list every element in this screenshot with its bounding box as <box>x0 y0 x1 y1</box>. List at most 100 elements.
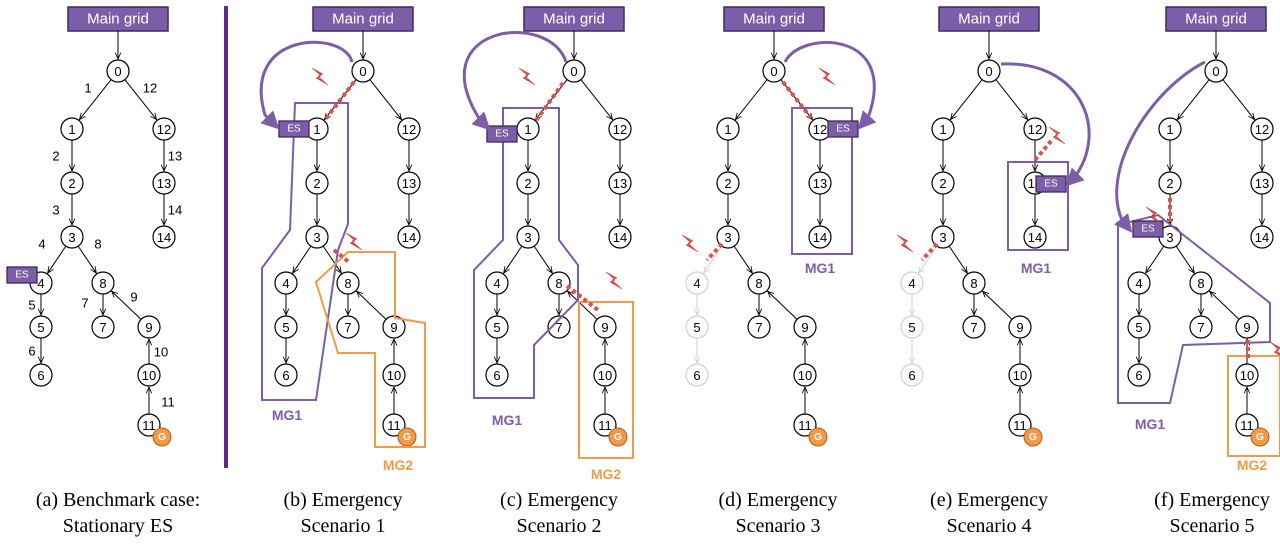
bus-label-1: 1 <box>313 122 320 137</box>
bus-label-13: 13 <box>402 176 416 191</box>
caption-line1-b: (b) Emergency <box>283 489 402 511</box>
caption-line2-b: Scenario 1 <box>301 515 386 537</box>
bus-label-7: 7 <box>1197 320 1204 335</box>
fault-lightning-icon <box>896 234 914 253</box>
bus-label-9: 9 <box>1016 320 1023 335</box>
bus-node-8 <box>962 271 986 295</box>
microgrid-boundary-mg1 <box>261 102 349 401</box>
microgrid-boundary-mg2 <box>1227 355 1280 457</box>
bus-label-8: 8 <box>344 276 351 291</box>
bus-node-14 <box>397 225 421 249</box>
microgrid-boundary-mg1 <box>473 107 579 399</box>
faulted-line <box>332 248 352 265</box>
bus-label-12: 12 <box>1028 122 1042 137</box>
bus-node-10 <box>1008 363 1032 387</box>
bus-label-6: 6 <box>1135 368 1142 383</box>
line-3-4 <box>504 245 523 273</box>
fault-lightning-icon <box>311 67 329 86</box>
bus-node-12 <box>608 117 632 141</box>
bus-label-7: 7 <box>99 320 106 335</box>
caption-line2-f: Scenario 5 <box>1170 515 1255 537</box>
bus-node-13 <box>1250 171 1274 195</box>
bus-label-10: 10 <box>387 368 401 383</box>
bus-label-8: 8 <box>1197 276 1204 291</box>
bus-label-9: 9 <box>390 320 397 335</box>
bus-label-2: 2 <box>724 176 731 191</box>
bus-label-13: 13 <box>1255 176 1269 191</box>
bus-label-6: 6 <box>493 368 500 383</box>
bus-label-0: 0 <box>1212 64 1219 79</box>
bus-node-8 <box>1189 271 1213 295</box>
bus-node-0 <box>977 59 1001 83</box>
bus-node-10 <box>793 363 817 387</box>
microgrid-boundary-mg2 <box>314 251 426 448</box>
bus-node-7 <box>1189 315 1213 339</box>
bus-node-6 <box>29 363 53 387</box>
line-number-label: 9 <box>130 290 137 305</box>
bus-label-7: 7 <box>970 320 977 335</box>
bus-label-11: 11 <box>142 418 156 433</box>
bus-label-14: 14 <box>157 230 171 245</box>
line-0-12 <box>995 79 1028 120</box>
caption-line1-c: (c) Emergency <box>500 489 618 511</box>
bus-node-4 <box>900 271 924 295</box>
es-relocation-arrow <box>462 30 568 131</box>
bus-node-9 <box>793 315 817 339</box>
bus-label-8: 8 <box>755 276 762 291</box>
line-number-label: 7 <box>81 296 88 311</box>
generator-label: G <box>1029 432 1037 443</box>
bus-label-9: 9 <box>145 320 152 335</box>
bus-node-6 <box>485 363 509 387</box>
main-grid-label: Main grid <box>87 11 149 28</box>
microgrid-label: MG2 <box>1237 457 1268 473</box>
line-number-label: 14 <box>168 203 182 218</box>
line-9-8 <box>1210 291 1240 320</box>
bus-node-0 <box>562 59 586 83</box>
caption-line1-d: (d) Emergency <box>718 489 837 511</box>
bus-node-11 <box>793 413 817 437</box>
es-relocation-arrow <box>783 40 877 130</box>
bus-node-5 <box>1127 315 1151 339</box>
bus-label-6: 6 <box>693 368 700 383</box>
bus-node-6 <box>274 363 298 387</box>
bus-label-12: 12 <box>157 122 171 137</box>
bus-label-10: 10 <box>598 368 612 383</box>
bus-label-6: 6 <box>37 368 44 383</box>
bus-node-0 <box>106 59 130 83</box>
bus-label-2: 2 <box>524 176 531 191</box>
line-number-label: 6 <box>28 344 35 359</box>
bus-node-1 <box>931 117 955 141</box>
bus-node-9 <box>137 315 161 339</box>
bus-label-5: 5 <box>908 320 915 335</box>
bus-node-9 <box>593 315 617 339</box>
line-0-12 <box>1222 79 1255 120</box>
bus-node-13 <box>397 171 421 195</box>
bus-label-9: 9 <box>601 320 608 335</box>
es-label: ES <box>287 124 301 135</box>
line-0-1 <box>950 79 983 120</box>
fault-lightning-icon <box>818 67 836 86</box>
bus-node-2 <box>60 171 84 195</box>
bus-node-7 <box>962 315 986 339</box>
microgrid-boundary-mg1 <box>1117 213 1271 404</box>
bus-label-3: 3 <box>939 230 946 245</box>
bus-node-2 <box>1158 171 1182 195</box>
fault-lightning-icon <box>1048 126 1066 145</box>
fault-lightning-icon <box>681 234 699 253</box>
bus-label-3: 3 <box>524 230 531 245</box>
bus-node-3 <box>931 225 955 249</box>
bus-label-0: 0 <box>114 64 121 79</box>
bus-label-11: 11 <box>598 418 612 433</box>
bus-node-5 <box>29 315 53 339</box>
microgrid-boundary-mg2 <box>578 301 634 459</box>
es-label: ES <box>836 124 850 135</box>
bus-label-11: 11 <box>1013 418 1027 433</box>
bus-label-13: 13 <box>613 176 627 191</box>
bus-label-1: 1 <box>939 122 946 137</box>
bus-label-7: 7 <box>555 320 562 335</box>
generator-label: G <box>158 432 166 443</box>
es-label: ES <box>1141 224 1155 235</box>
bus-label-1: 1 <box>1166 122 1173 137</box>
bus-label-5: 5 <box>493 320 500 335</box>
